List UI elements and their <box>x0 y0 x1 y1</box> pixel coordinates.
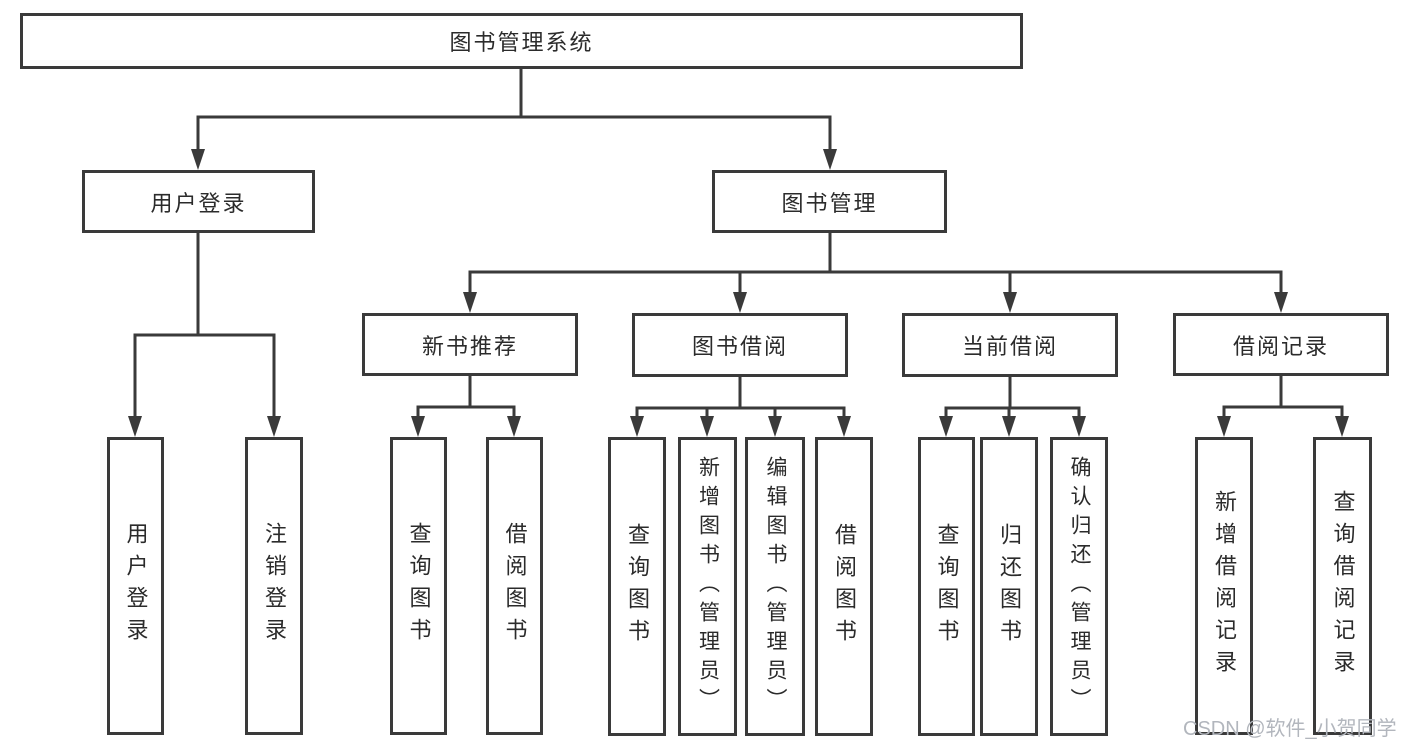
connector-current-borrow-to-leaves <box>939 375 1086 437</box>
node-leaf-edit-book-admin: 编辑图书（管理员） <box>745 437 805 736</box>
node-leaf-borrow-books-rec: 借阅图书 <box>486 437 543 735</box>
node-leaf-query-borrow-record: 查询借阅记录 <box>1313 437 1372 735</box>
node-leaf-add-borrow-record: 新增借阅记录 <box>1195 437 1253 735</box>
connector-new-book-rec-to-leaves <box>411 374 521 437</box>
node-leaf-query-books-rec: 查询图书 <box>390 437 447 735</box>
node-leaf-confirm-return-admin: 确认归还（管理员） <box>1050 437 1108 736</box>
node-leaf-return-book: 归还图书 <box>980 437 1038 736</box>
connector-user-login-to-leaves <box>128 231 281 437</box>
connector-book-borrow-to-leaves <box>630 375 851 437</box>
node-borrow-record: 借阅记录 <box>1173 313 1389 376</box>
connector-book-mgmt-to-level3 <box>463 231 1288 313</box>
node-root-system: 图书管理系统 <box>20 13 1023 69</box>
node-user-login: 用户登录 <box>82 170 315 233</box>
connector-root-to-level2 <box>191 66 837 170</box>
connector-borrow-record-to-leaves <box>1217 374 1349 437</box>
node-leaf-borrow-books: 借阅图书 <box>815 437 873 736</box>
node-leaf-logout: 注销登录 <box>245 437 303 735</box>
node-book-borrow: 图书借阅 <box>632 313 848 377</box>
node-current-borrow: 当前借阅 <box>902 313 1118 377</box>
node-book-management: 图书管理 <box>712 170 947 233</box>
node-leaf-query-books-borrow: 查询图书 <box>608 437 666 736</box>
watermark: CSDN @软件_小贺同学 <box>1183 718 1397 740</box>
node-leaf-add-book-admin: 新增图书（管理员） <box>678 437 737 736</box>
node-new-book-recommend: 新书推荐 <box>362 313 578 376</box>
node-leaf-query-books-current: 查询图书 <box>918 437 975 736</box>
node-leaf-user-login: 用户登录 <box>107 437 164 735</box>
